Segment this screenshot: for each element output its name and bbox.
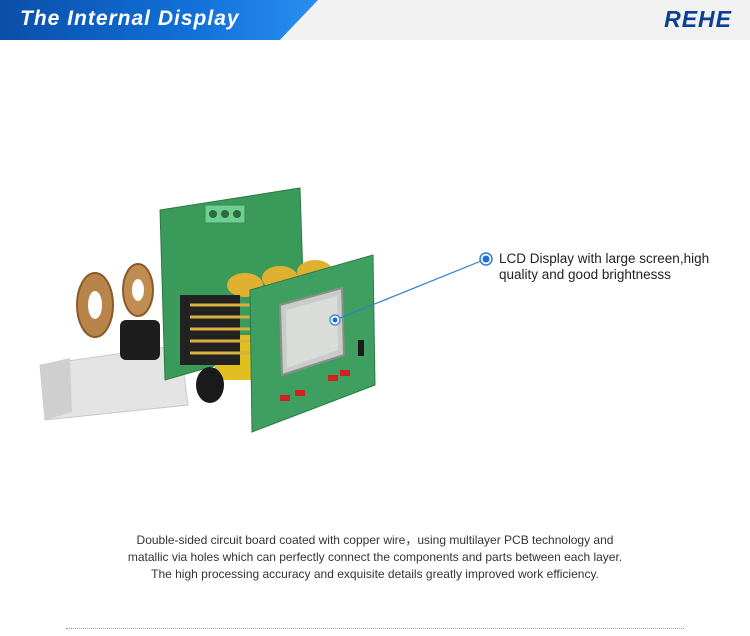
- title-banner: The Internal Display: [0, 0, 318, 40]
- callout-line: [334, 258, 487, 321]
- callout-target-dot: [329, 314, 341, 326]
- description-paragraph: Double-sided circuit board coated with c…: [60, 532, 690, 583]
- callout-label: LCD Display with large screen,high quali…: [499, 251, 710, 282]
- footer-divider: [66, 628, 684, 629]
- header-bar: The Internal Display REHE: [0, 0, 750, 40]
- description-line: Double-sided circuit board coated with c…: [136, 533, 614, 547]
- product-image: [39, 187, 376, 433]
- description-line: matallic via holes which can perfectly c…: [127, 550, 623, 564]
- callout-dot-icon: [479, 252, 493, 266]
- brand-logo: REHE: [664, 6, 732, 32]
- description-line: The high processing accuracy and exquisi…: [151, 567, 599, 581]
- page-title: The Internal Display: [20, 7, 240, 30]
